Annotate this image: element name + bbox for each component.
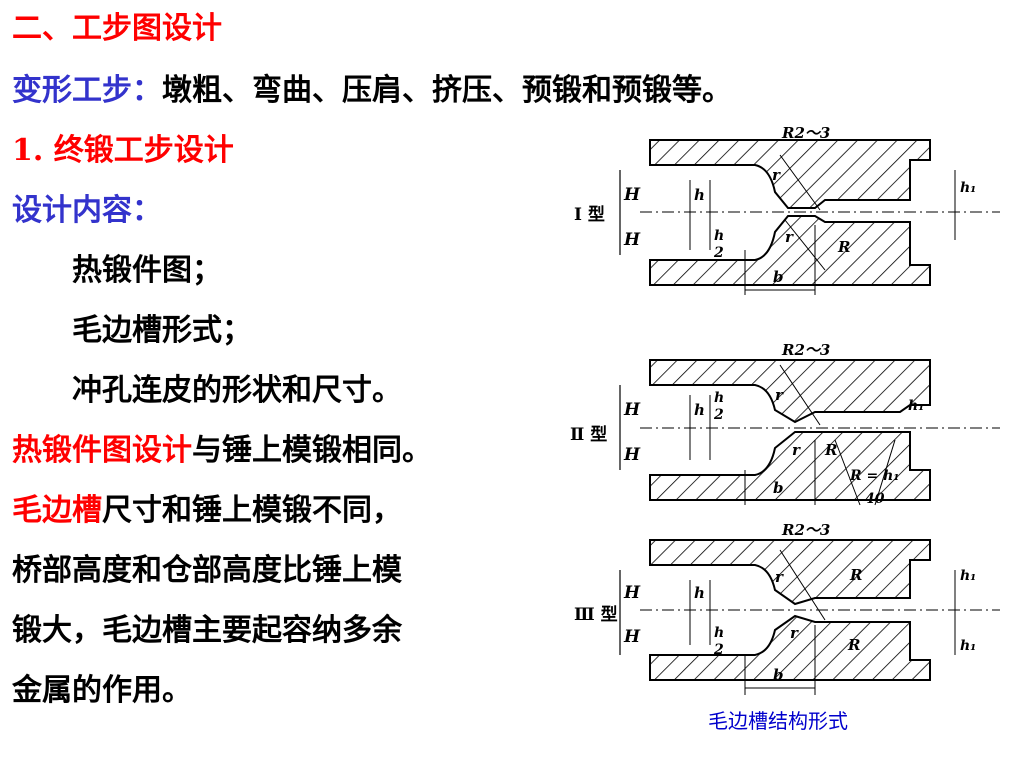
flash-groove-figure: H H h h 2 R2～3 r r R b h₁ H H h h 2 R2～3… — [619, 124, 1000, 695]
type-1-label-b: b — [773, 268, 784, 286]
type-3-label-R-top: R — [849, 566, 862, 584]
type-3-label-h-half-den: 2 — [713, 642, 724, 658]
type-label-3: Ⅲ 型 — [574, 605, 618, 625]
type-1-label-h-half-den: 2 — [713, 245, 724, 261]
type-2-diagram: H H h h 2 R2～3 r r R R = h₁ b 40 h₁ — [619, 341, 1000, 507]
type-2-label-r-top: r — [775, 386, 784, 404]
type-1-label-h1: h₁ — [960, 180, 976, 196]
type-label-1: Ⅰ 型 — [574, 205, 605, 225]
hot-forging-line: 热锻件图设计与锤上模锻相同。 — [12, 434, 432, 468]
design-item-punch-skin: 冲孔连皮的形状和尺寸。 — [72, 373, 402, 408]
type-1-label-H-top: H — [623, 185, 641, 205]
hot-forging-highlight: 热锻件图设计 — [12, 433, 192, 468]
deform-steps-label: 变形工步： — [12, 73, 162, 108]
type-1-label-r-bottom: r — [785, 228, 794, 246]
design-item-hot-forging-drawing: 热锻件图； — [72, 253, 222, 288]
type-3-label-R23: R2～3 — [781, 521, 830, 539]
type-1-label-R: R — [837, 238, 850, 256]
type-3-label-h-half-num: h — [714, 625, 724, 641]
type-1-label-r-top: r — [772, 166, 781, 184]
type-2-upper-die — [649, 359, 931, 424]
figure-caption: 毛边槽结构形式 — [708, 709, 848, 733]
type-2-lower-die — [649, 431, 931, 501]
flash-line-3: 锻大，毛边槽主要起容纳多余 — [12, 613, 402, 648]
design-item-flash-groove: 毛边槽形式； — [72, 313, 252, 348]
type-3-upper-die — [649, 539, 931, 606]
flash-line-2: 桥部高度和仓部高度比锤上模 — [12, 553, 402, 588]
type-3-label-h: h — [694, 584, 705, 602]
type-1-label-h-half-num: h — [714, 228, 724, 244]
type-2-label-40: 40 — [865, 491, 885, 507]
type-3-label-H-bottom: H — [623, 627, 641, 647]
type-3-label-h1-top: h₁ — [960, 568, 976, 584]
type-3-label-H-top: H — [623, 583, 641, 603]
type-3-lower-die — [649, 614, 931, 681]
type-1-label-R23: R2～3 — [781, 124, 830, 142]
flash-highlight: 毛边槽 — [12, 493, 102, 528]
type-3-diagram: H H h h 2 R2～3 r r R R b h₁ h₁ — [619, 521, 1000, 695]
type-2-label-H-bottom: H — [623, 445, 641, 465]
type-2-label-h-half-den: 2 — [713, 407, 724, 423]
type-label-2: Ⅱ 型 — [570, 425, 608, 445]
type-2-label-r-bottom: r — [792, 441, 801, 459]
deform-steps-text: 墩粗、弯曲、压肩、挤压、预锻和预锻等。 — [162, 73, 732, 108]
type-1-lower-die — [649, 215, 931, 286]
type-3-label-h1-bottom: h₁ — [960, 638, 976, 654]
type-1-upper-die — [649, 139, 931, 209]
deform-steps-line: 变形工步：墩粗、弯曲、压肩、挤压、预锻和预锻等。 — [12, 74, 732, 108]
flash-line-4: 金属的作用。 — [12, 673, 192, 708]
type-2-label-R23: R2～3 — [781, 341, 830, 359]
section-final-forging: 1. 终锻工步设计 — [12, 133, 234, 168]
type-2-label-h1: h₁ — [908, 398, 924, 414]
type-1-label-h: h — [694, 186, 705, 204]
type-3-label-r-top: r — [775, 568, 784, 586]
hot-forging-text: 与锤上模锻相同。 — [192, 433, 432, 468]
type-2-label-h-half-num: h — [714, 390, 724, 406]
type-2-label-h: h — [694, 401, 705, 419]
type-3-label-r-bottom: r — [790, 624, 799, 642]
type-2-label-R: R — [824, 441, 837, 459]
type-2-label-R-eq-h1: R = h₁ — [849, 468, 899, 484]
design-content-label: 设计内容： — [12, 193, 162, 228]
type-2-label-b: b — [773, 479, 784, 497]
flash-text-1: 尺寸和锤上模锻不同， — [102, 493, 402, 528]
type-2-label-H-top: H — [623, 400, 641, 420]
slide-heading: 二、工步图设计 — [12, 11, 222, 46]
type-1-label-H-bottom: H — [623, 230, 641, 250]
type-3-label-b: b — [773, 666, 784, 684]
flash-line-1: 毛边槽尺寸和锤上模锻不同， — [12, 494, 402, 528]
type-1-diagram: H H h h 2 R2～3 r r R b h₁ — [619, 124, 1000, 295]
type-3-label-R-bottom: R — [847, 636, 860, 654]
